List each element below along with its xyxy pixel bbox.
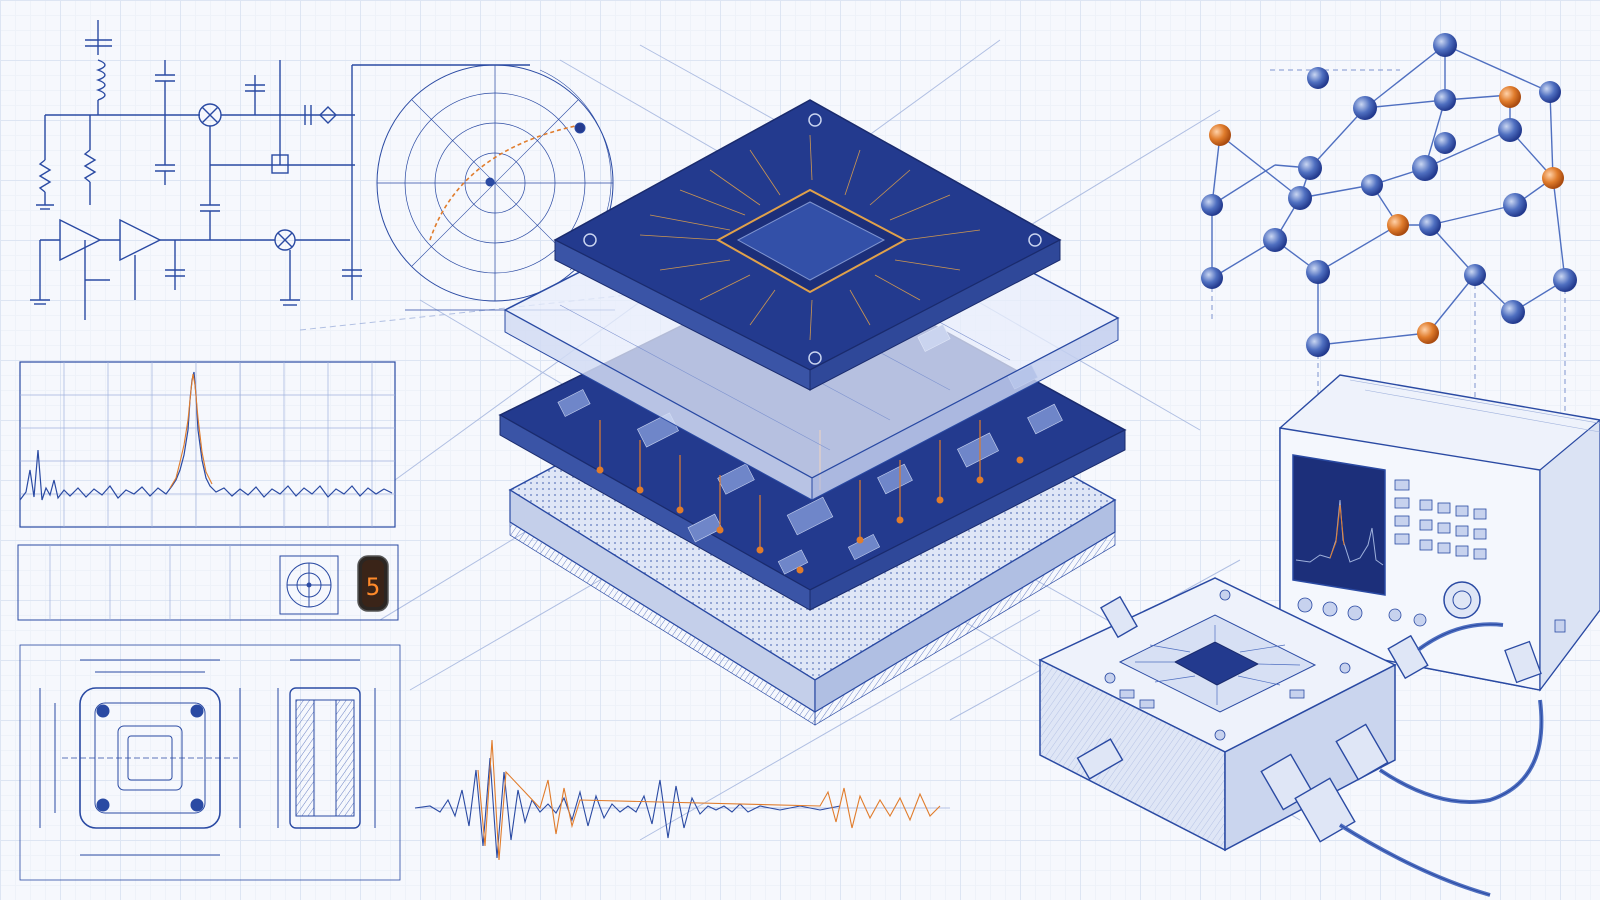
- circuit-schematic: [30, 20, 530, 320]
- top-die-board: [553, 99, 1062, 391]
- interlayer-pins: [599, 420, 981, 550]
- package-dimension-drawing: [19, 644, 401, 881]
- nixie-tube: 5: [357, 555, 389, 612]
- crystal-lattice: [1201, 33, 1577, 440]
- gauge-dial: [279, 555, 339, 615]
- rf-connectors: [1076, 595, 1429, 843]
- polar-plot: [376, 64, 615, 311]
- chip-stack: [498, 99, 1127, 726]
- waveform: [414, 739, 950, 861]
- analyzer-screen: [1292, 454, 1386, 596]
- spectrum-trace: [19, 371, 393, 501]
- readout-strip: 5: [17, 544, 399, 621]
- spectrum-chart: [19, 361, 396, 528]
- nixie-digit: 5: [366, 573, 380, 601]
- analyzer-knob: [1443, 581, 1481, 619]
- test-fixture: [1038, 577, 1544, 897]
